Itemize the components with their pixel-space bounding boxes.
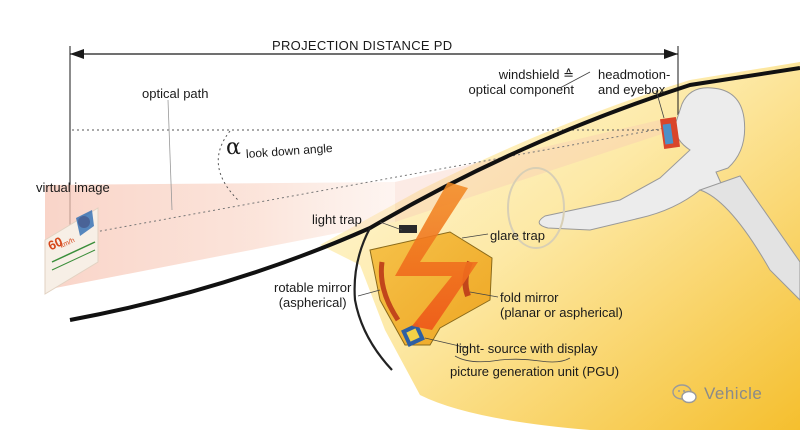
dashboard-edge [353,227,393,371]
headmotion-eyebox-label: headmotion- and eyebox [598,67,670,97]
fold-mirror-label: fold mirror (planar or aspherical) [500,290,623,320]
fold-mirror-label-line2: (planar or aspherical) [500,305,623,320]
watermark-text: Vehicle [704,384,763,403]
windshield-label: windshield ≙ optical component [468,67,574,97]
rotable-mirror-label-line1: rotable mirror [274,280,352,295]
watermark: Vehicle [672,383,762,405]
windshield [69,66,800,322]
alpha-symbol: α [226,135,241,160]
windshield-label-line2: optical component [468,82,574,97]
light-source-label: light- source with display [456,341,598,356]
optical-path-leader [167,99,173,211]
headmotion-label-line2: and eyebox [598,82,666,97]
optical-path-beam [45,182,395,290]
reflected-beam [395,118,668,222]
pgu-housing [369,225,493,347]
driver-silhouette [538,87,800,301]
headmotion-label-line1: headmotion- [598,67,671,82]
pgu-label: picture generation unit (PGU) [450,364,620,379]
light-source-display [401,323,425,347]
light-trap [399,225,417,233]
rotable-mirror [378,261,401,322]
wechat-icon [672,384,697,404]
rotable-mirror-label: rotable mirror (aspherical) [274,280,351,310]
glare-trap-label: glare trap [490,228,545,243]
windshield-label-line1: windshield ≙ [498,67,574,82]
dashboard-region [320,62,800,430]
fold-mirror-label-line1: fold mirror [500,290,559,305]
eyebox [659,117,681,149]
optical-path-label: optical path [142,86,209,101]
virtual-image-panel [44,207,99,295]
light-trap-label: light trap [312,212,362,227]
projection-distance-label: PROJECTION DISTANCE PD [272,38,453,53]
pgu-zigzag-beam [395,182,478,330]
steering-wheel [507,167,565,249]
beam-centre-line [94,127,666,233]
virtual-image-label: virtual image [36,180,110,195]
leader-lines [357,71,665,363]
rotable-mirror-label-line2: (aspherical) [278,295,347,310]
